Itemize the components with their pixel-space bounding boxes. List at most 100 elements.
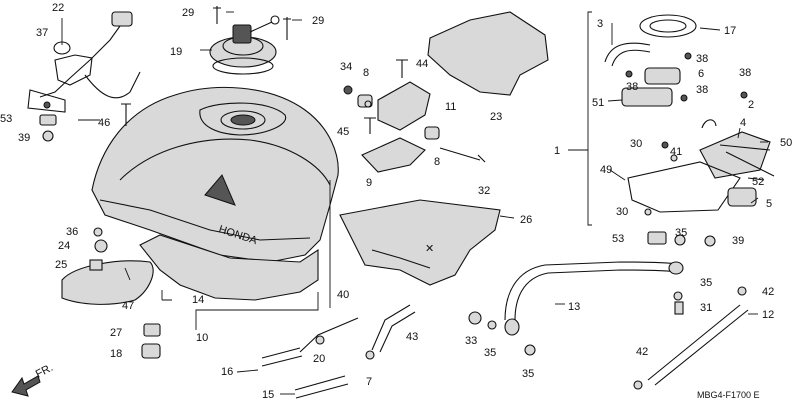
label-12: 12	[762, 309, 774, 321]
label-29-left: 29	[182, 7, 194, 19]
label-47: 47	[122, 300, 134, 312]
leader-lines	[61, 11, 768, 395]
label-51: 51	[592, 97, 604, 109]
bolt-31	[674, 301, 684, 315]
label-52: 52	[752, 176, 764, 188]
label-13: 13	[568, 301, 580, 313]
collar-36b	[674, 234, 686, 246]
hose-40	[299, 317, 359, 353]
tank-pad	[427, 11, 549, 96]
side-rubber-pad	[61, 260, 154, 305]
fuel-pump-assembly	[604, 14, 775, 213]
clamp-53b	[647, 231, 667, 245]
label-53-right: 53	[612, 233, 624, 245]
label-4: 4	[740, 117, 746, 129]
label-5: 5	[766, 198, 772, 210]
label-42-upper: 42	[762, 286, 774, 298]
clip-38d	[680, 94, 688, 102]
label-30-upper: 30	[630, 138, 642, 150]
label-34: 34	[340, 61, 352, 73]
hose-15	[294, 375, 349, 399]
label-1: 1	[554, 145, 560, 157]
joint-20	[315, 335, 325, 345]
nut-34	[343, 85, 353, 95]
label-45: 45	[337, 126, 349, 138]
hose-16	[261, 347, 303, 367]
label-29-right: 29	[312, 15, 324, 27]
bolt-44	[396, 59, 408, 78]
label-26: 26	[520, 214, 532, 226]
grommet-24	[94, 239, 108, 253]
fuel-level-sensor	[27, 11, 141, 113]
washer-35a	[487, 320, 497, 330]
label-30-lower: 30	[616, 206, 628, 218]
label-6: 6	[698, 68, 704, 80]
label-14: 14	[192, 294, 204, 306]
label-42-lower: 42	[636, 346, 648, 358]
nut-39b	[704, 235, 716, 247]
clip-30a	[661, 141, 669, 149]
label-38-b: 38	[739, 67, 751, 79]
fuel-hose	[504, 261, 681, 321]
label-50: 50	[780, 137, 792, 149]
clip-30b	[644, 208, 652, 216]
nut-33	[468, 311, 482, 325]
bolt-46	[121, 103, 131, 126]
label-37: 37	[36, 27, 48, 39]
svg-text:✕: ✕	[425, 243, 434, 255]
label-8-upper: 8	[363, 67, 369, 79]
direction-label: FR.	[34, 362, 55, 381]
label-40: 40	[337, 289, 349, 301]
washer-35b	[524, 344, 536, 356]
collar-lower	[424, 126, 440, 140]
label-10: 10	[196, 332, 208, 344]
label-49: 49	[600, 164, 612, 176]
hose-12	[647, 304, 749, 386]
collar-36	[93, 227, 103, 237]
bolt-45	[364, 117, 376, 134]
label-53-left: 53	[0, 113, 12, 125]
label-16: 16	[221, 366, 233, 378]
seal-41	[670, 154, 678, 162]
label-20: 20	[313, 353, 325, 365]
label-41: 41	[670, 146, 682, 158]
clip-38c	[740, 91, 748, 99]
tank-mount-bracket	[377, 81, 431, 131]
label-44: 44	[416, 58, 428, 70]
label-38-a: 38	[696, 53, 708, 65]
front-direction-arrow: FR.	[11, 362, 55, 397]
label-8-lower: 8	[434, 156, 440, 168]
clip-38a	[625, 70, 633, 78]
label-17: 17	[724, 25, 736, 37]
clip-42a	[737, 286, 747, 296]
label-2: 2	[748, 99, 754, 111]
diagram-code: MBG4-F1700 E	[697, 390, 760, 400]
label-31: 31	[700, 302, 712, 314]
label-11: 11	[445, 101, 456, 113]
label-39-right: 39	[732, 235, 744, 247]
clip-38b	[684, 52, 692, 60]
label-9: 9	[366, 177, 372, 189]
tank-hinge-bracket	[361, 137, 426, 173]
label-46: 46	[98, 117, 110, 129]
label-35-right: 35	[700, 277, 712, 289]
label-25: 25	[55, 259, 67, 271]
label-33: 33	[465, 335, 477, 347]
label-38-d: 38	[696, 84, 708, 96]
cap-bolt-right	[283, 17, 291, 40]
clip-42b	[633, 380, 643, 390]
hose-43	[371, 304, 416, 353]
label-3: 3	[597, 18, 603, 30]
nut-39a	[42, 130, 54, 142]
label-23: 23	[490, 111, 502, 123]
label-22: 22	[52, 2, 64, 14]
label-38-c: 38	[626, 81, 638, 93]
tank-under-cover	[339, 199, 501, 286]
label-24: 24	[58, 240, 70, 252]
fuel-filler-cap	[209, 15, 280, 75]
label-27: 27	[110, 327, 122, 339]
tank-bolt	[439, 147, 486, 163]
label-35-top: 35	[675, 227, 687, 239]
label-36-left: 36	[66, 226, 78, 238]
